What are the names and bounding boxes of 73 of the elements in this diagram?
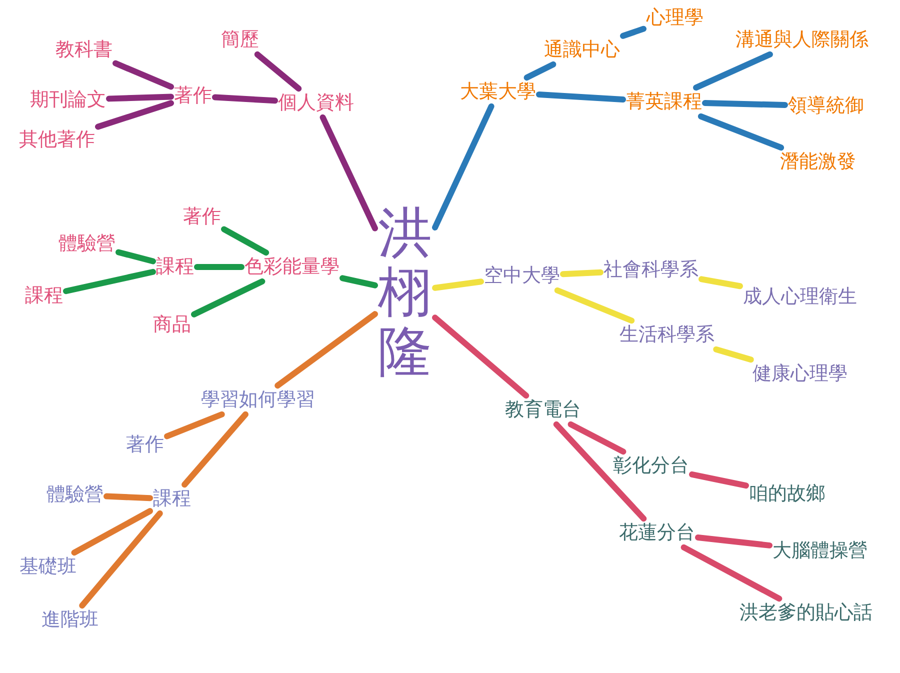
branch-label: 咱的故鄉 (749, 482, 825, 506)
branch-label: 生活科學系 (620, 324, 714, 346)
branch-label: 色彩能量學 (244, 256, 340, 278)
branch-line (104, 493, 153, 502)
branch-label: 洪老爹的貼心話 (740, 602, 872, 624)
branch-label: 成人心理衛生 (743, 286, 857, 308)
branch-label: 健康心理學 (752, 362, 848, 386)
branch-label: 教科書 (56, 38, 112, 62)
branch-label: 課程 (25, 284, 63, 308)
branch-line (212, 94, 278, 104)
branch-line (95, 100, 174, 130)
branch-line (698, 276, 743, 290)
branch-label: 體驗營 (46, 484, 104, 506)
branch-line (536, 91, 626, 103)
branch-label: 溝通與人際關係 (736, 28, 868, 52)
branch-label: 大葉大學 (460, 80, 536, 104)
branch-line (340, 275, 378, 288)
branch-line (116, 249, 156, 264)
branch-line (164, 411, 225, 440)
branch-label: 體驗營 (58, 232, 116, 256)
branch-line (620, 26, 646, 39)
branch-line (524, 61, 556, 81)
branch-label: 著作 (183, 206, 221, 228)
branch-label: 商品 (153, 314, 191, 336)
branch-line (112, 60, 174, 90)
branch-label: 著作 (174, 84, 212, 108)
branch-line (553, 421, 647, 522)
branch-line (695, 534, 772, 548)
branch-label: 通識中心 (544, 38, 620, 62)
branch-label: 花蓮分台 (619, 522, 695, 544)
branch-label: 教育電台 (505, 398, 581, 422)
branch-label: 大腦體操營 (772, 540, 868, 562)
branch-label: 個人資料 (278, 92, 354, 114)
branch-label: 社會科學系 (604, 258, 698, 282)
branch-label: 課程 (156, 256, 194, 278)
branch-line (194, 264, 244, 270)
branch-line (71, 508, 153, 556)
branch-label: 彰化分台 (613, 454, 689, 478)
branch-label: 潛能激發 (780, 150, 856, 174)
branch-label: 著作 (126, 434, 164, 456)
branch-line (713, 346, 754, 363)
branch-line (274, 311, 378, 389)
branch-label: 菁英課程 (626, 90, 702, 114)
branch-line (182, 411, 248, 488)
branch-line (702, 100, 788, 108)
branch-label: 領導統御 (788, 94, 864, 118)
branch-line (106, 94, 174, 102)
branch-line (432, 278, 484, 291)
branch-line (254, 51, 302, 92)
branch-line (680, 544, 782, 602)
branch-line (320, 114, 378, 232)
branch-line (432, 103, 494, 230)
branch-line (568, 421, 626, 455)
branch-label: 心理學 (646, 6, 704, 30)
branch-label: 期刊論文 (30, 88, 106, 112)
branch-line (693, 51, 773, 91)
branch-label: 簡歷 (221, 28, 259, 52)
branch-line (63, 268, 156, 294)
branch-label: 空中大學 (484, 264, 560, 288)
branch-line (698, 113, 784, 151)
branch-label: 進階班 (42, 608, 98, 632)
branch-line (79, 510, 163, 609)
branch-line (560, 269, 604, 278)
branch-label: 課程 (153, 488, 191, 510)
branch-line (221, 226, 270, 256)
branch-line (191, 278, 266, 318)
branch-line (689, 471, 749, 489)
central-topic: 洪栩隆 (378, 202, 432, 382)
branch-label: 其他著作 (19, 128, 95, 152)
branch-line (554, 287, 635, 324)
branch-label: 基礎班 (20, 556, 76, 578)
branch-line (432, 314, 530, 399)
branch-label: 學習如何學習 (201, 388, 315, 412)
